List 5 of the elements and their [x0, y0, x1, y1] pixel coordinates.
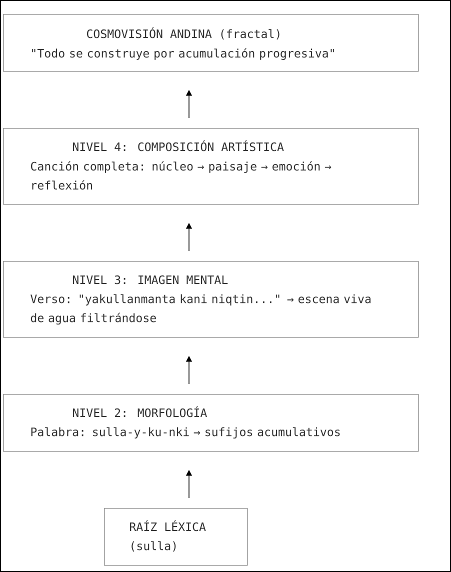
level-box: RAÍZ LÉXICA (sulla): [104, 508, 248, 566]
level-box: NIVEL 4: COMPOSICIÓN ARTÍSTICA Canción completa: núcleo → paisaje → emoción → reflexión: [3, 128, 419, 205]
level-box: NIVEL 3: IMAGEN MENTAL Verso: "yakullanmanta kani niqtin..." → escena viva de agua filtrándose: [3, 261, 419, 338]
level-box: COSMOVISIÓN ANDINA (fractal) "Todo se construye por acumulación progresiva": [3, 14, 419, 72]
level-box: NIVEL 2: MORFOLOGÍA Palabra: sulla-y-ku-nki → sufijos acumulativos: [3, 394, 419, 452]
